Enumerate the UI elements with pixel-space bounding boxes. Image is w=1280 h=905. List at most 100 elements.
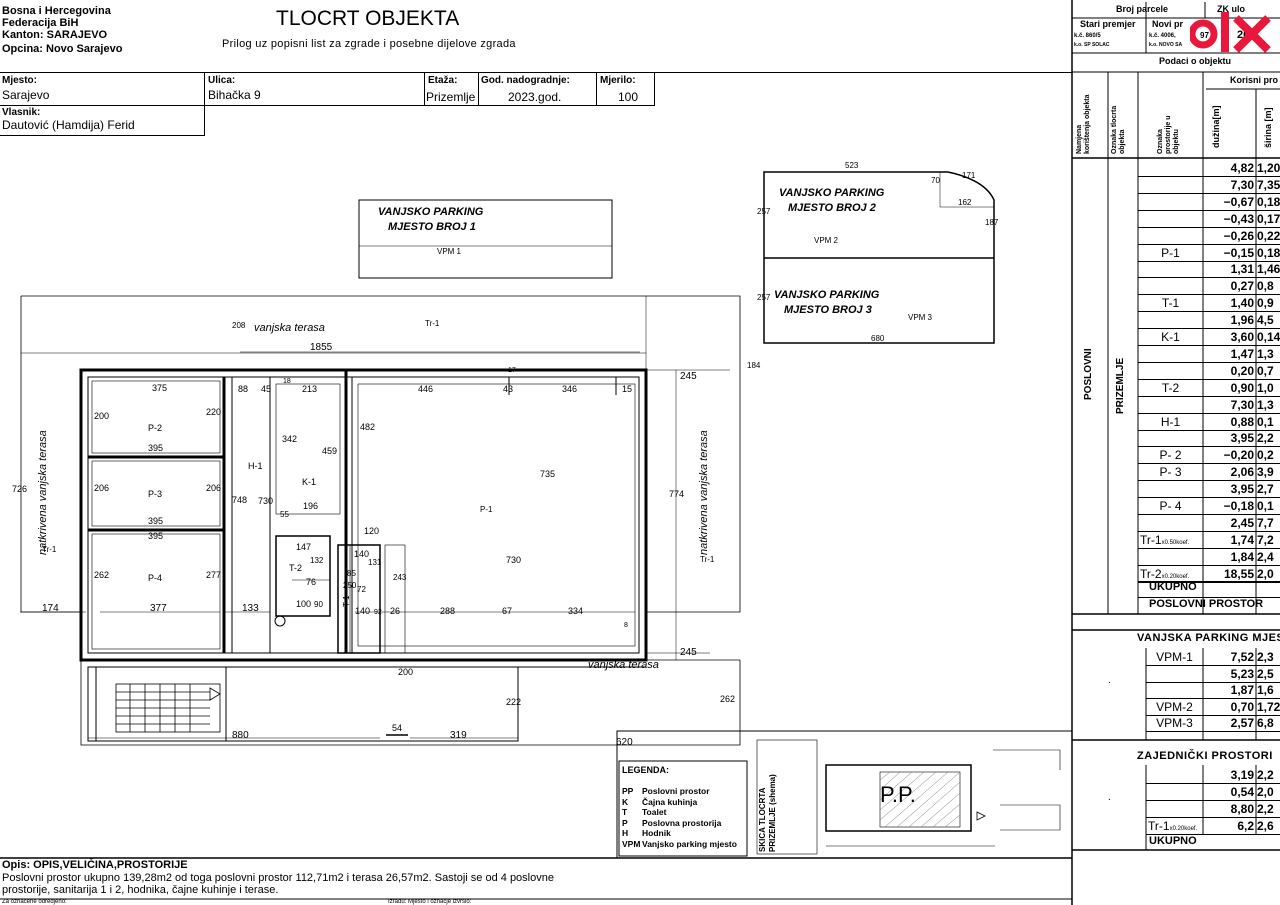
dim: 200 — [94, 411, 110, 421]
dim: 133 — [242, 603, 259, 614]
mjesto-value: Sarajevo — [2, 88, 50, 102]
row-divider — [1138, 581, 1280, 583]
row-duzina: 3,95 — [1230, 482, 1254, 497]
row-divider — [1138, 463, 1280, 465]
row-divider — [1146, 681, 1280, 683]
row-duzina: 0,20 — [1230, 363, 1254, 378]
ko-old: k.o. SP SOLAC — [1074, 42, 1110, 48]
novi-premjer-label: Novi pr — [1152, 19, 1184, 29]
parcel-extra-2: 26 — [1237, 29, 1250, 41]
dim: 184 — [747, 361, 761, 370]
row-divider — [1138, 226, 1280, 228]
row-sirina: 0,7 — [1257, 363, 1274, 378]
vlasnik-value: Dautović (Hamdija) Ferid — [2, 118, 135, 132]
row-sirina: 2,2 — [1257, 768, 1274, 782]
skica-label: SKICA TLOCRTA PRIZEMLJE (shema) — [758, 774, 777, 852]
row-duzina: 7,30 — [1230, 397, 1254, 412]
room-h1: H-1 — [248, 461, 263, 471]
opis-title: Opis: OPIS,VELIČINA,PROSTORIJE — [2, 859, 188, 871]
row-divider — [1138, 361, 1280, 363]
row-divider — [1138, 311, 1280, 313]
dim: 162 — [958, 198, 972, 207]
row-sirina: 2,6 — [1257, 819, 1274, 833]
dim: 90 — [314, 600, 323, 609]
row-sirina: 2,7 — [1257, 482, 1274, 497]
row-duzina: 7,52 — [1230, 650, 1254, 664]
col-sirina: širina [m] — [1263, 107, 1273, 148]
dim: 54 — [392, 723, 403, 733]
dim: 213 — [302, 384, 318, 394]
row-sirina: 1,3 — [1257, 346, 1274, 361]
legend-value: Vanjsko parking mjesto — [642, 838, 737, 849]
group-poslovni: POSLOVNI — [1083, 348, 1094, 400]
row-divider — [1146, 783, 1280, 784]
dim: 257 — [757, 207, 771, 216]
tr1-top-label: Tr-1 — [425, 319, 440, 328]
row-sirina: 0,1 — [1257, 414, 1274, 429]
row-divider — [1138, 328, 1280, 330]
row-divider — [1138, 176, 1280, 177]
dim: 85 — [347, 569, 356, 578]
row-divider — [1146, 834, 1280, 835]
legend-value: Čajna kuhinja — [642, 796, 698, 807]
footer-right: Izradu: Mjesto i oznacje izvršio: — [388, 899, 472, 905]
dim: 243 — [393, 573, 407, 582]
vlasnik-cell — [0, 106, 205, 136]
podaci-o-objektu: Podaci o objektu — [1159, 56, 1232, 66]
vlasnik-label: Vlasnik: — [2, 107, 41, 118]
row-sirina: 2,5 — [1257, 666, 1274, 681]
dim: 375 — [152, 383, 168, 393]
row-code: Tr-1x0.20koef. — [1148, 819, 1198, 833]
row-divider — [1146, 665, 1280, 666]
poslovni-prostor-label: POSLOVNI PROSTOR — [1149, 598, 1264, 610]
dim: 15 — [622, 384, 633, 394]
dim: 680 — [871, 334, 885, 343]
room-p2: P-2 — [148, 423, 163, 433]
row-sirina: 0,14 — [1257, 330, 1280, 344]
zk-ulozak-label: ZK ulo — [1217, 4, 1245, 14]
dim: 245 — [680, 647, 697, 658]
dim: 88 — [238, 384, 249, 394]
dim: 208 — [232, 321, 246, 330]
legend-key: T — [622, 807, 628, 817]
korisni-prostor-label: Korisni pro — [1230, 75, 1279, 85]
row-divider — [1138, 294, 1280, 296]
dim: 18 — [283, 378, 291, 385]
parking-2-label-line1: VANJSKO PARKING — [779, 187, 885, 199]
dim: 459 — [322, 446, 338, 456]
row-sirina: 0,9 — [1257, 296, 1274, 311]
row-sirina: 4,5 — [1257, 313, 1274, 328]
dim: 140 — [354, 549, 370, 559]
dim: 206 — [94, 483, 110, 493]
parking-3-label-line2: MJESTO BROJ 3 — [784, 304, 872, 316]
legend-key: PP — [622, 786, 634, 796]
header-country: Bosna i Hercegovina — [2, 5, 111, 17]
row-code: VPM-2 — [1156, 699, 1193, 714]
dim: 196 — [303, 501, 319, 511]
legend-value: Poslovni prostor — [642, 786, 710, 796]
row-divider — [1138, 530, 1280, 532]
row-divider — [1138, 412, 1280, 414]
row-duzina: 1,87 — [1230, 683, 1254, 698]
dim: 1855 — [310, 342, 333, 353]
row-divider — [1146, 698, 1280, 700]
legend-key: H — [622, 828, 629, 838]
zajednicki-dot: . — [1108, 792, 1111, 803]
vpm-3-tag: VPM 3 — [908, 313, 933, 322]
mjerilo-value: 100 — [618, 90, 639, 104]
legend-title: LEGENDA: — [622, 765, 669, 775]
row-divider — [1138, 514, 1280, 515]
row-code: P-1 — [1161, 245, 1180, 260]
divider — [0, 72, 1072, 73]
parking-1-label-line1: VANJSKO PARKING — [378, 206, 484, 218]
dim: 222 — [506, 697, 522, 707]
row-divider — [1138, 395, 1280, 397]
row-divider — [1138, 378, 1280, 380]
dim: 620 — [616, 737, 633, 748]
kc-new: k.č. 4006, — [1149, 33, 1176, 39]
row-sirina: 0,17 — [1257, 211, 1280, 226]
parking-section-title: VANJSKA PARKING MJES — [1137, 632, 1280, 644]
row-divider — [1146, 714, 1280, 716]
row-duzina: 2,06 — [1230, 465, 1254, 480]
